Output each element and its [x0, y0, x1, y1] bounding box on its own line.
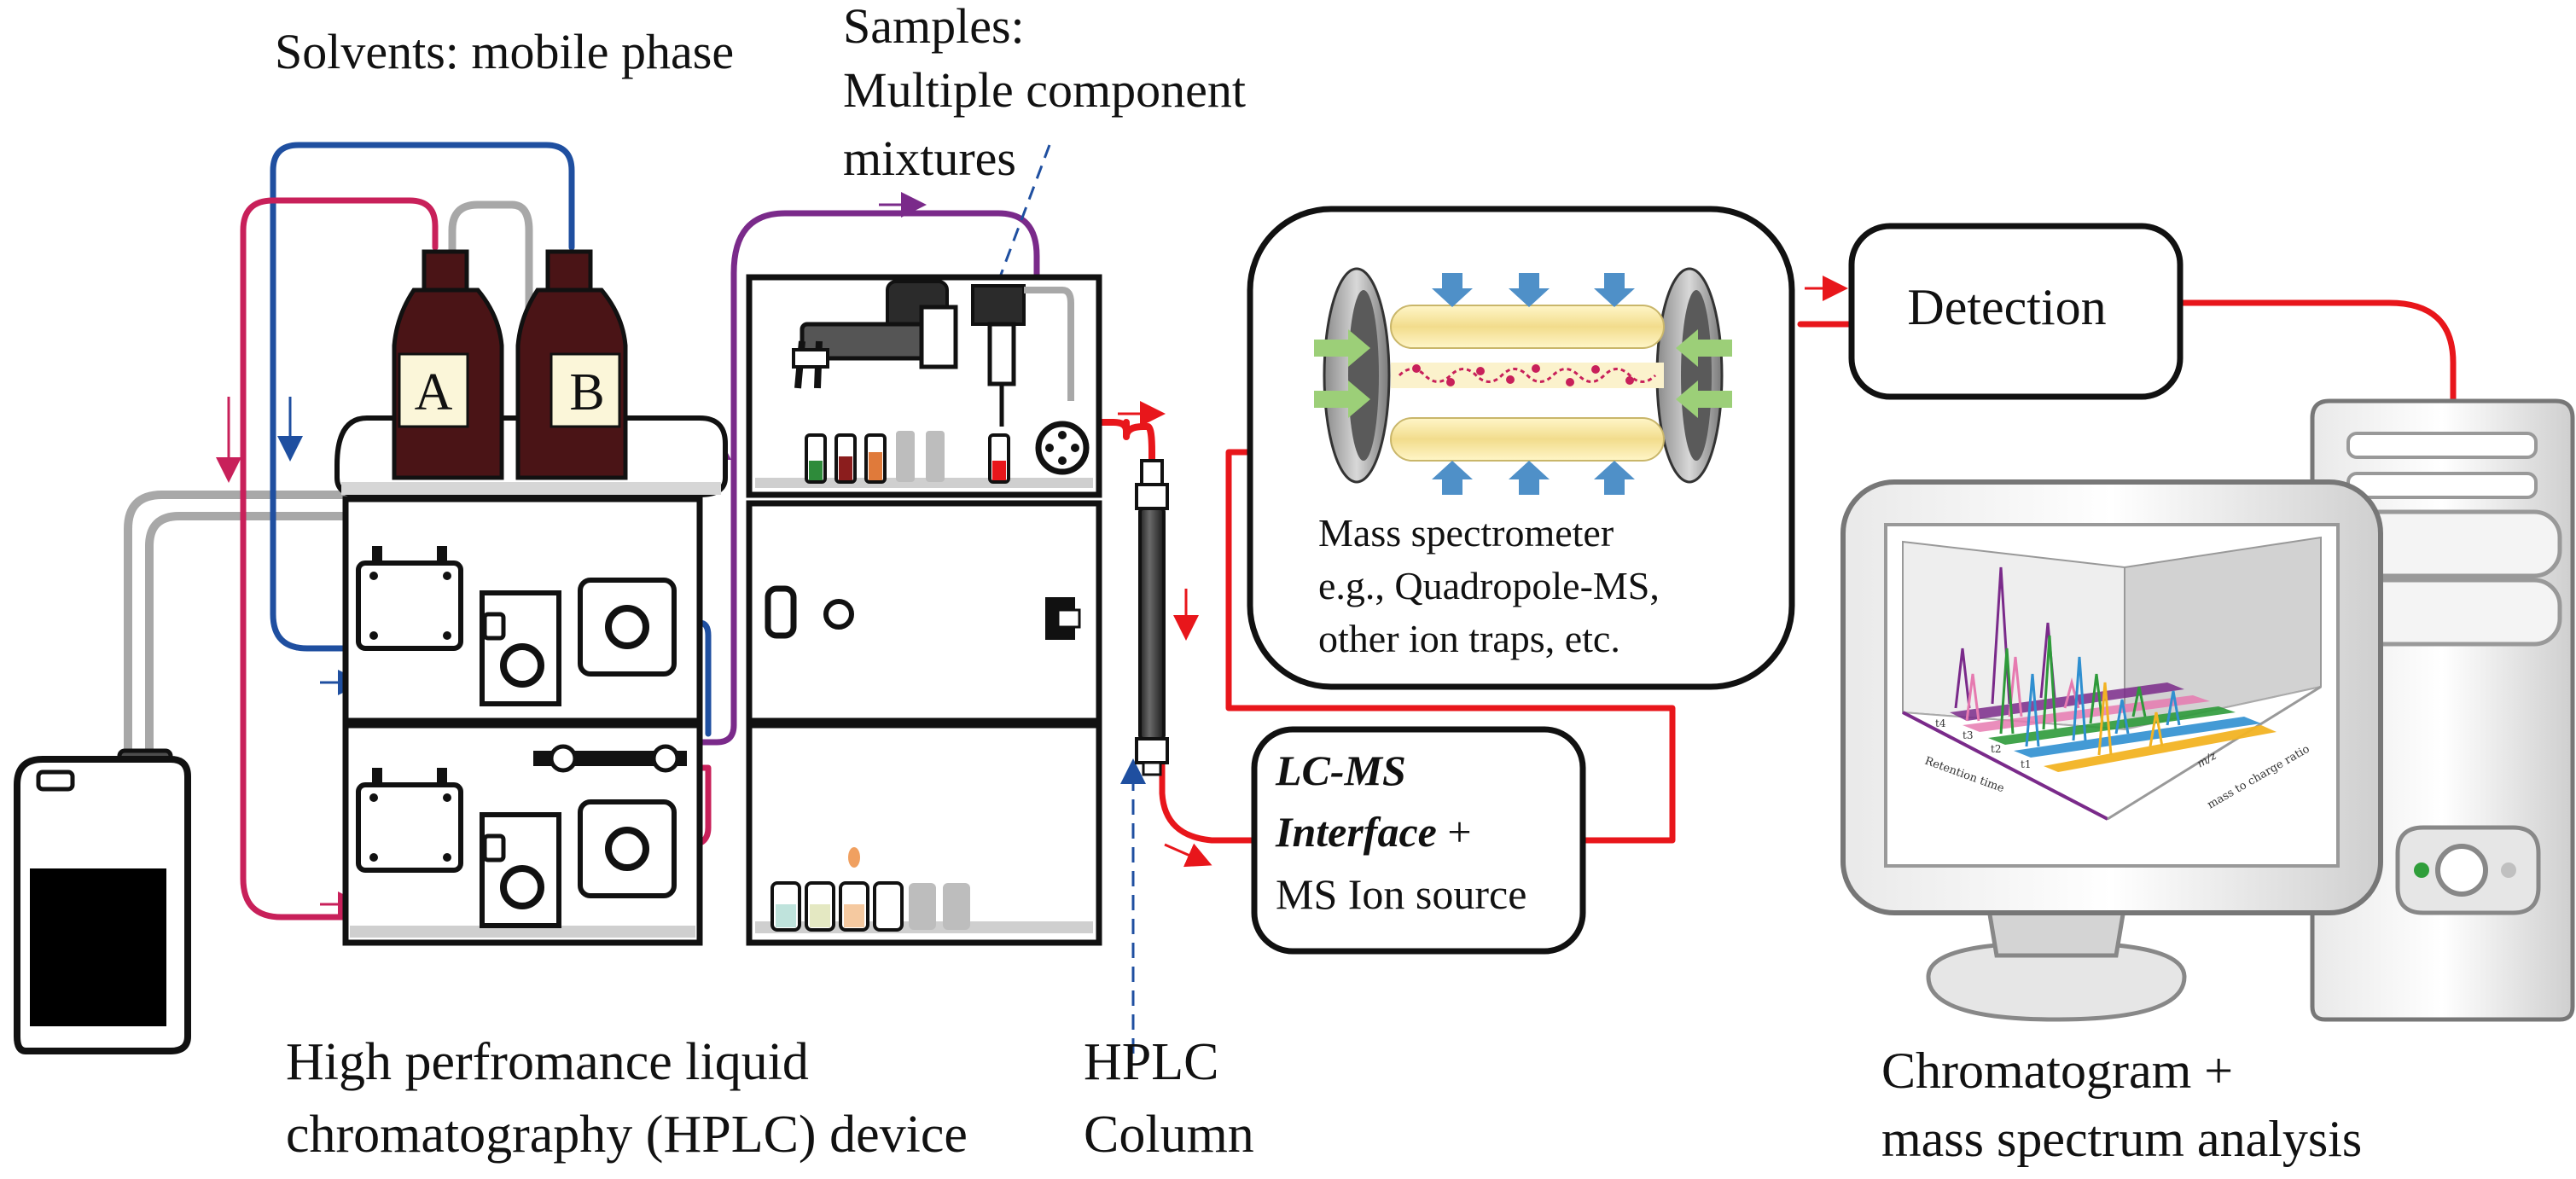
chrom-label-2: mass spectrum analysis: [1881, 1111, 2362, 1167]
pump-head-1: [356, 546, 677, 706]
plot-t3: t3: [1963, 729, 1973, 741]
bottle-a: A: [392, 249, 504, 480]
pump-head-2: [356, 768, 677, 928]
samples-label-1: Samples:: [843, 0, 1025, 54]
lcms-label-2: Interface +: [1275, 808, 1472, 856]
lcms-plus: +: [1437, 808, 1472, 856]
plot-t2: t2: [1991, 743, 2001, 755]
sample-vials: [805, 431, 1010, 484]
ms-label-2: e.g., Quadropole-MS,: [1318, 564, 1660, 607]
samples-label-2: Multiple component: [843, 62, 1246, 118]
bottle-b: B: [515, 249, 628, 480]
lcms-label-1: LC-MS: [1275, 746, 1406, 794]
plot-t1: t1: [2021, 758, 2031, 770]
ms-label-1: Mass spectrometer: [1318, 511, 1614, 555]
bottom-vials: [770, 847, 970, 932]
lcms-interface-word: Interface: [1275, 808, 1437, 856]
chrom-label-1: Chromatogram +: [1881, 1043, 2233, 1099]
hplc-label-2: chromatography (HPLC) device: [286, 1106, 968, 1164]
samples-label-3: mixtures: [843, 131, 1016, 186]
ms-label-3: other ion traps, etc.: [1318, 617, 1620, 660]
waste-canister: [14, 748, 191, 1054]
monitor: Retention time t4 t3 t2 t1 m/z mass to c…: [1840, 479, 2383, 1022]
mass-spectrometer: Mass spectrometer e.g., Quadropole-MS, o…: [1247, 206, 1795, 690]
bottle-a-label: A: [415, 363, 453, 421]
detection-label: Detection: [1907, 279, 2106, 335]
lcms-interface-box: LC-MS Interface + MS Ion source: [1251, 726, 1586, 955]
solvents-label: Solvents: mobile phase: [275, 24, 734, 79]
detection-box: Detection: [1848, 223, 2183, 400]
captions: Solvents: mobile phase Samples: Multiple…: [275, 0, 2362, 1167]
hplc-label-1: High perfromance liquid: [286, 1033, 809, 1091]
bottle-b-label: B: [569, 363, 604, 421]
pump-stack: [334, 415, 728, 946]
plot-t4: t4: [1935, 717, 1946, 729]
column-label-1: HPLC: [1084, 1033, 1218, 1091]
lcms-label-3: MS Ion source: [1276, 870, 1526, 918]
column-label-2: Column: [1084, 1106, 1254, 1164]
mixer: [533, 744, 687, 773]
chromatogram-plot: Retention time t4 t3 t2 t1 m/z mass to c…: [1902, 536, 2322, 821]
hplc-column: [1135, 459, 1169, 776]
autosampler: [746, 274, 1102, 946]
